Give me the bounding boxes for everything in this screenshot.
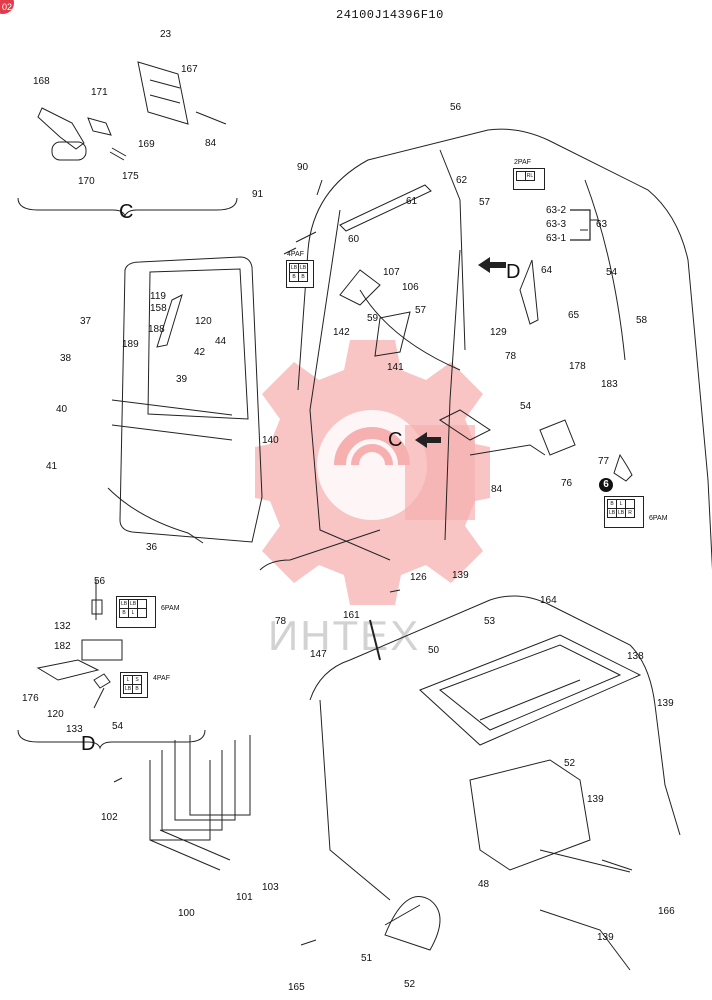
callout-50: 50	[428, 645, 440, 656]
inset-d-bracket	[17, 729, 206, 750]
callout-120-inset: 120	[47, 709, 64, 720]
callout-36: 36	[146, 542, 158, 553]
callout-138: 138	[627, 651, 644, 662]
callout-52-upper: 52	[564, 758, 576, 769]
callout-84: 84	[205, 138, 217, 149]
callout-91: 91	[252, 189, 264, 200]
callout-140: 140	[262, 435, 279, 446]
callout-56: 56	[450, 102, 462, 113]
callout-100: 100	[178, 908, 195, 919]
callout-58: 58	[636, 315, 648, 326]
callout-52-bottom: 52	[404, 979, 416, 990]
callout-59: 59	[367, 313, 379, 324]
document-code: 24100J14396F10	[336, 8, 444, 22]
callout-84-main: 84	[491, 484, 503, 495]
callout-38: 38	[60, 353, 72, 364]
callout-78-lower: 78	[275, 616, 287, 627]
view-c-marker: C	[388, 429, 403, 451]
callout-63-3: 63-3	[546, 219, 567, 230]
callout-120-door: 120	[195, 316, 212, 327]
callout-169: 169	[138, 139, 155, 150]
callout-53: 53	[484, 616, 496, 627]
callout-40: 40	[56, 404, 68, 415]
callout-61: 61	[406, 196, 418, 207]
callout-133: 133	[66, 724, 83, 735]
callout-141: 141	[387, 362, 404, 373]
callout-64: 64	[541, 265, 553, 276]
callout-183: 183	[601, 379, 618, 390]
callout-62: 62	[456, 175, 468, 186]
callout-77: 77	[598, 456, 610, 467]
callout-178: 178	[569, 361, 586, 372]
callout-119: 119	[150, 291, 166, 302]
callout-101: 101	[236, 892, 253, 903]
callout-39: 39	[176, 374, 188, 385]
callout-65: 65	[568, 310, 580, 321]
callout-158: 158	[150, 303, 167, 314]
callout-76: 76	[561, 478, 573, 489]
callout-37: 37	[80, 316, 92, 327]
callout-57-top: 57	[479, 197, 491, 208]
callout-175: 175	[122, 171, 139, 182]
callout-164: 164	[540, 595, 557, 606]
inset-c-label: C	[119, 201, 134, 223]
callout-54-mid: 54	[520, 401, 532, 412]
callout-170: 170	[78, 176, 95, 187]
view-c-arrow-icon	[415, 432, 441, 448]
callout-107: 107	[383, 267, 400, 278]
callout-54-right: 54	[606, 267, 618, 278]
callout-90: 90	[297, 162, 309, 173]
callout-142: 142	[333, 327, 350, 338]
callout-126: 126	[410, 572, 427, 583]
callout-139-mid: 139	[587, 794, 604, 805]
callout-51: 51	[361, 953, 373, 964]
callout-41: 41	[46, 461, 58, 472]
callout-132: 132	[54, 621, 71, 632]
callout-78-upper: 78	[505, 351, 517, 362]
connector-6-badge: 6	[599, 478, 613, 492]
callout-106: 106	[402, 282, 419, 293]
callout-42: 42	[194, 347, 206, 358]
callout-166: 166	[658, 906, 675, 917]
callout-165: 165	[288, 982, 305, 993]
callout-44: 44	[215, 336, 227, 347]
callout-168: 168	[33, 76, 50, 87]
callout-23: 23	[160, 29, 172, 40]
callout-139-top: 139	[452, 570, 469, 581]
callout-176: 176	[22, 693, 39, 704]
callout-54-inset: 54	[112, 721, 124, 732]
callout-188: 188	[148, 324, 165, 335]
callout-60: 60	[348, 234, 360, 245]
callout-56-inset: 56	[94, 576, 106, 587]
inset-d-label: D	[81, 733, 96, 755]
callout-48: 48	[478, 879, 490, 890]
callout-57-mid: 57	[415, 305, 427, 316]
callout-63-1: 63-1	[546, 233, 567, 244]
inset-c-bracket	[17, 197, 238, 218]
connector-2paf-top: 2PAF RL	[513, 159, 545, 190]
callout-63-2: 63-2	[546, 205, 567, 216]
callout-147: 147	[310, 649, 327, 660]
callout-189: 189	[122, 339, 139, 350]
callout-102: 102	[101, 812, 118, 823]
callout-103: 103	[262, 882, 279, 893]
callout-167: 167	[181, 64, 198, 75]
callout-161: 161	[343, 610, 360, 621]
callout-182: 182	[54, 641, 71, 652]
callout-63: 63	[596, 219, 608, 230]
watermark-text: ИНТЕХ	[268, 612, 421, 659]
view-d-marker: D	[506, 261, 521, 283]
callout-139-bottom: 139	[597, 932, 614, 943]
corner-badge: 02	[0, 0, 14, 14]
callout-129: 129	[490, 327, 507, 338]
view-d-arrow-icon	[478, 257, 506, 273]
callout-139-right: 139	[657, 698, 674, 709]
callout-171: 171	[91, 87, 108, 98]
